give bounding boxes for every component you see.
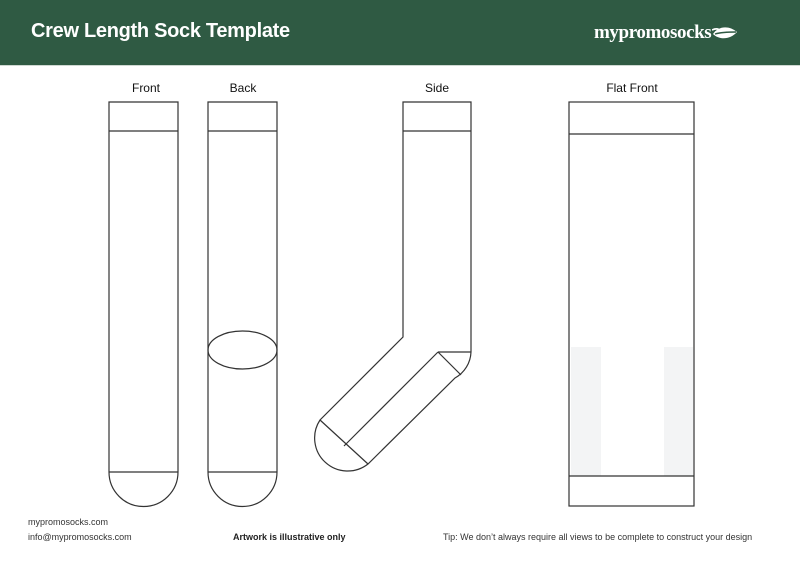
sock-front-view xyxy=(108,101,179,508)
footer-email[interactable]: info@mypromosocks.com xyxy=(28,532,132,542)
view-label-back: Back xyxy=(229,81,257,95)
sock-flat-front-view xyxy=(568,101,695,507)
view-label-front: Front xyxy=(131,81,160,95)
heel-ellipse xyxy=(207,330,278,370)
view-label-side: Side xyxy=(424,81,450,95)
view-label-flat-front: Flat Front xyxy=(606,81,658,95)
footer-tip: Tip: We don’t always require all views t… xyxy=(443,532,753,542)
footer-disclaimer: Artwork is illustrative only xyxy=(233,532,346,542)
leaf-icon xyxy=(712,27,738,39)
logo-text: mypromosocks xyxy=(594,22,712,43)
sock-side-view xyxy=(314,101,472,472)
sock-back-view xyxy=(207,101,278,508)
footer-website[interactable]: mypromosocks.com xyxy=(28,517,109,527)
page-title: Crew Length Sock Template xyxy=(31,20,290,42)
brand-logo: mypromosocks xyxy=(594,20,738,46)
header-bar: Crew Length Sock Template mypromosocks xyxy=(0,0,800,66)
